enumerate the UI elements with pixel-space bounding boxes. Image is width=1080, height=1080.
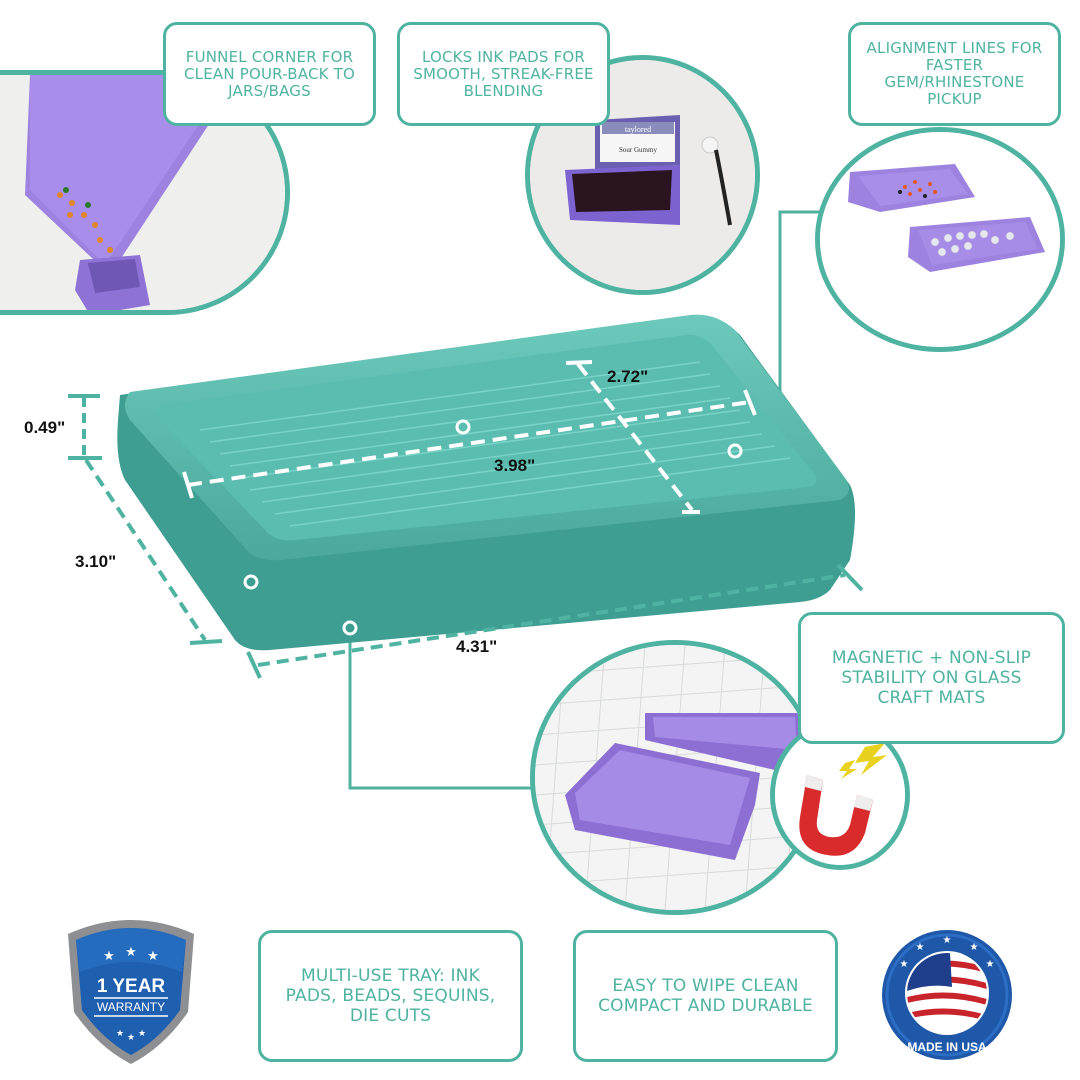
callout-alignment-lines: ALIGNMENT LINES FOR FASTER GEM/RHINESTON… <box>848 22 1061 126</box>
us-flag-icon <box>907 953 987 1033</box>
dim-inner-depth: 2.72" <box>607 367 649 386</box>
callout-funnel-corner: FUNNEL CORNER FOR CLEAN POUR-BACK TO JAR… <box>163 22 376 126</box>
star-icon: ★ <box>125 945 137 960</box>
svg-text:★: ★ <box>138 1029 146 1039</box>
magnet-icon <box>799 775 873 856</box>
svg-text:★: ★ <box>943 935 952 946</box>
dim-inner-width: 3.98" <box>494 456 536 475</box>
callout-locks-ink-pads: LOCKS INK PADS FOR SMOOTH, STREAK-FREE B… <box>397 22 610 126</box>
warranty-years: 1 YEAR <box>97 976 166 997</box>
svg-text:★: ★ <box>900 959 909 970</box>
ink-pad-brand: taylored <box>625 125 651 134</box>
warranty-badge: ★★★ 1 YEAR WARRANTY ★★★ <box>64 912 198 1067</box>
tray-illustration <box>68 314 864 679</box>
callout-magnetic: MAGNETIC + NON-SLIP STABILITY ON GLASS C… <box>798 612 1065 744</box>
callout-multi-use: MULTI-USE TRAY: INK PADS, BEADS, SEQUINS… <box>258 930 523 1062</box>
star-icon: ★ <box>147 949 159 964</box>
svg-text:★: ★ <box>986 959 995 970</box>
svg-text:★: ★ <box>916 942 925 953</box>
svg-text:★: ★ <box>970 942 979 953</box>
dim-depth: 3.10" <box>75 552 117 571</box>
callout-easy-clean: EASY TO WIPE CLEAN COMPACT AND DURABLE <box>573 930 838 1062</box>
dim-height: 0.49" <box>24 418 66 437</box>
svg-text:★: ★ <box>127 1033 135 1043</box>
star-icon: ★ <box>103 949 115 964</box>
ink-pad-color-name: Sour Gummy <box>619 146 657 154</box>
made-in-usa-badge: ★ ★ ★ ★ ★ MADE IN USA <box>880 925 1015 1065</box>
dim-outer-width: 4.31" <box>456 637 498 656</box>
svg-text:★: ★ <box>116 1029 124 1039</box>
magnet-badge <box>770 720 910 870</box>
lightning-icon <box>855 743 887 775</box>
made-in-usa-text: MADE IN USA <box>907 1040 987 1054</box>
warranty-label: WARRANTY <box>97 1000 165 1014</box>
alignment-trays-photo <box>815 127 1065 352</box>
